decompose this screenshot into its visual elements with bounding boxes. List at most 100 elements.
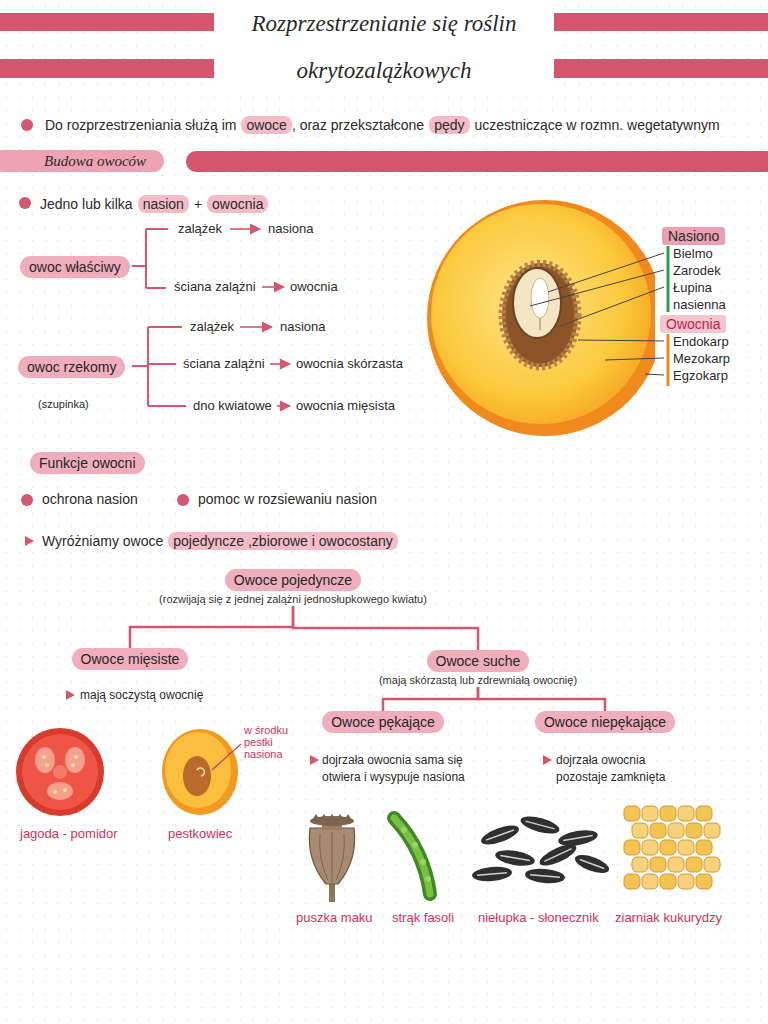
label-text: Jedno lub kilka (40, 195, 133, 213)
text-row: owocnia mięsista (296, 398, 395, 414)
text-row: ściana zalążni (174, 279, 256, 295)
label-text: ochrona nasion (42, 491, 138, 508)
sunflower-seeds-illustration (530, 875, 560, 878)
corn-kernels-illustration (696, 840, 712, 855)
corn-kernels-illustration (678, 806, 694, 821)
tomato-illustration (16, 728, 104, 816)
text-row: zalążek (178, 221, 222, 237)
corn-kernels-illustration (696, 806, 712, 821)
label-text: owocnia mięsista (296, 398, 395, 414)
bracket (132, 229, 186, 406)
sunflower-seeds-illustration (494, 848, 536, 869)
sunflower-seeds-illustration (500, 855, 530, 860)
leader-line (530, 253, 664, 375)
bullet-dot (177, 494, 189, 506)
corn-kernels-illustration (678, 840, 694, 855)
part-group-box: Owocnia (660, 315, 726, 333)
bullet-triangle (66, 690, 75, 700)
node-heading: Owoce niepękające (535, 711, 675, 733)
apricot-illustration (212, 744, 241, 770)
peach-stone (531, 278, 549, 318)
text-row: pestkowiec (168, 826, 232, 842)
sunflower-seeds-illustration (471, 813, 611, 885)
node-heading: Budowa owoców (0, 150, 164, 172)
label-text: strąk fasoli (392, 910, 454, 926)
text-row: pomoc w rozsiewaniu nasion (198, 491, 377, 508)
tomato-illustration (42, 755, 46, 759)
tomato-illustration (74, 755, 78, 759)
corn-kernels-illustration (660, 840, 676, 855)
sunflower-seeds-illustration (486, 830, 514, 840)
peach-stone (539, 318, 541, 330)
text-row: Bielmo (673, 245, 713, 262)
bullet-dot (19, 119, 189, 506)
group-bar (667, 334, 670, 386)
label-text: Bielmo (673, 245, 713, 262)
sunflower-seeds-illustration (580, 860, 604, 869)
bean-pod-illustration (412, 842, 418, 848)
label-text: (szupinka) (38, 397, 89, 411)
bracket (132, 229, 168, 288)
sunflower-seeds-illustration (471, 865, 512, 882)
label-text: niełupka - słonecznik (478, 910, 599, 926)
corn-kernels-illustration (668, 823, 684, 838)
leader-line (605, 358, 664, 360)
label-text: Mezokarp (673, 350, 730, 367)
leader-line (560, 287, 664, 326)
text-row: owocnia skórzasta (296, 356, 403, 372)
tree-node-pill: Owoce pękające (322, 711, 444, 733)
leader-line (578, 340, 664, 341)
highlighted-term: pojedyncze ,zbiorowe i owocostany (168, 532, 397, 550)
tree-node-pill: Owoce suche(mają skórzastą lub zdrewniał… (379, 650, 577, 687)
poppy-capsule-illustration (309, 828, 354, 884)
label-text: pestkowiec (168, 826, 232, 842)
corn-kernels-illustration (678, 874, 694, 889)
tomato-illustration (22, 734, 98, 810)
corn-kernels-illustration (704, 857, 720, 872)
node-heading: owoc rzekomy (18, 356, 125, 378)
sunflower-seeds-illustration (544, 849, 571, 862)
highlighted-term: owoce (241, 116, 291, 134)
text-row: niełupka - słonecznik (478, 910, 599, 926)
corn-kernels-illustration (624, 806, 720, 889)
node-heading: Owoce pojedyncze (225, 569, 361, 591)
text-row: dojrzała owocnia pozostaje zamknięta (556, 752, 668, 786)
text-row: ziarniak kukurydzy (615, 910, 722, 926)
corn-kernels-illustration (660, 806, 676, 821)
arrow (230, 228, 260, 230)
corn-kernels-illustration (660, 874, 676, 889)
tree-node-pill: Owoce niepękające (535, 711, 675, 733)
corn-kernels-illustration (632, 857, 648, 872)
tomato-illustration (65, 747, 85, 773)
sunflower-seeds-illustration (557, 828, 599, 849)
arrow (262, 286, 284, 288)
tomato-illustration (16, 728, 104, 816)
sunflower-seeds-illustration (524, 867, 565, 884)
text-row: nasiona (280, 319, 326, 335)
tree-connector (293, 606, 478, 650)
arrow (270, 363, 290, 365)
text-row: Mezokarp (673, 350, 730, 367)
label-text: nasiona (280, 319, 326, 335)
text-row: dno kwiatowe (193, 398, 272, 414)
label-text: owocnia (290, 279, 338, 295)
section-band: Budowa owoców (0, 150, 164, 172)
highlighted-term: pędy (429, 116, 469, 134)
corn-kernels-illustration (624, 874, 640, 889)
label-text: , oraz przekształcone (292, 116, 424, 134)
text-row: dojrzała owocnia sama się otwiera i wysy… (322, 752, 472, 786)
tree-connector (478, 687, 605, 711)
label-text: pomoc w rozsiewaniu nasion (198, 491, 377, 508)
text-row: Zarodek (673, 262, 721, 279)
bean-pod-illustration (425, 876, 431, 882)
bean-pod-illustration (420, 859, 426, 865)
sunflower-seeds-illustration (573, 851, 612, 876)
apricot-illustration (162, 729, 238, 815)
tomato-illustration (47, 782, 73, 800)
tomato-illustration (53, 765, 67, 779)
text-row: w środku pestki nasiona (244, 724, 302, 760)
peach-illustration (427, 200, 655, 436)
bean-pod-illustration (394, 818, 430, 894)
text-row: Endokarp (673, 333, 729, 350)
